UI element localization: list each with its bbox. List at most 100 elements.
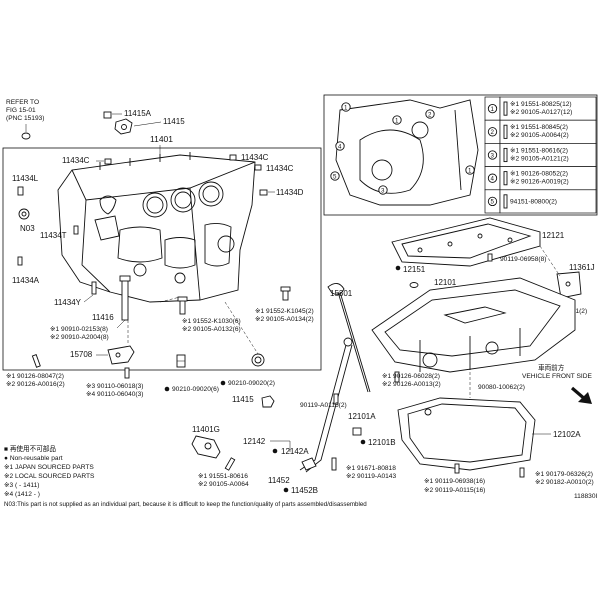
label-12142a: 12142A xyxy=(281,447,309,456)
timing-callouts: 1 1 2 4 5 3 1 xyxy=(330,102,475,195)
table-part-line: ※2 90126-A0019(2) xyxy=(510,179,569,186)
fig-id: 118830I xyxy=(574,493,598,500)
label-11401: 11401 xyxy=(150,134,173,144)
plug-12101a xyxy=(352,427,362,436)
bracket-15708 xyxy=(107,345,135,365)
bolt-icon xyxy=(503,147,508,163)
label-11434l: 11434L xyxy=(12,174,39,183)
oil-pan-lower-12102a xyxy=(397,397,536,471)
bolt-b15-line-2: ※2 90119-A0115(16) xyxy=(424,487,485,494)
plug-11434d xyxy=(259,189,268,196)
sensor-11415a xyxy=(103,111,133,135)
label-15708: 15708 xyxy=(70,350,93,359)
label-11415a: 11415A xyxy=(124,109,152,118)
bolt-b5-line-2: ※4 90110-06040(3) xyxy=(86,391,143,398)
table-part-line: ※1 91551-80825(12) xyxy=(510,101,572,108)
label-11434a: 11434A xyxy=(12,276,40,285)
bolt-b14-line-2: ※2 90119-A0143 xyxy=(346,473,396,480)
bolt-b11: 90080-10062(2) xyxy=(478,384,525,391)
plug-11434t xyxy=(73,225,79,235)
bolt-b2-line-2: ※2 90105-A0132(6) xyxy=(182,326,241,333)
bolt-b15-icon xyxy=(454,463,460,474)
bolt-b12-icon xyxy=(333,393,339,405)
legend-line-1: ■ 再使用不可部品 xyxy=(4,444,56,453)
plug-b6-icon xyxy=(176,354,186,368)
plate-11361j xyxy=(556,271,582,299)
label-11415-lower: 11415 xyxy=(232,395,254,404)
bolt-b15-line-1: ※1 90119-06938(16) xyxy=(424,478,485,485)
label-11434y: 11434Y xyxy=(54,298,82,307)
bolt-b6: 90210-09020(6) xyxy=(172,386,219,393)
plug-b7-icon xyxy=(251,353,265,367)
bolt-b1-line-2: ※2 90910-A2004(8) xyxy=(50,334,109,341)
bolt-b3-line-2: ※2 90105-A0134(2) xyxy=(255,316,314,323)
svg-text:1: 1 xyxy=(395,118,399,125)
svg-text:1: 1 xyxy=(344,105,348,112)
table-num: 5 xyxy=(491,199,495,206)
bolt-icon xyxy=(503,171,508,186)
sensor-11415-lower xyxy=(261,395,275,408)
label-11401g: 11401G xyxy=(192,425,220,434)
table-part-line: ※2 90105-A0127(12) xyxy=(510,109,572,116)
table-num: 1 xyxy=(491,106,495,113)
plug-11434c-b xyxy=(229,154,237,161)
bolt-b14-icon xyxy=(331,457,337,471)
svg-text:4: 4 xyxy=(338,144,342,151)
bolt-b4-icon xyxy=(31,354,41,368)
label-11452: 11452 xyxy=(268,476,290,485)
legend-line-2: ● Non-reusable part xyxy=(4,455,63,462)
label-11452b: 11452B xyxy=(291,486,318,495)
plug-11434c-c xyxy=(254,164,262,171)
svg-text:5: 5 xyxy=(333,174,337,181)
plug-11434c-a xyxy=(104,158,112,165)
bolt-icon xyxy=(503,194,508,209)
label-15301: 15301 xyxy=(330,289,353,298)
dipstick-15301 xyxy=(327,283,371,393)
bolt-b16-line-2: ※2 90182-A0010(2) xyxy=(535,479,594,486)
label-12101a: 12101A xyxy=(348,412,376,421)
bolt-b12: 90119-A0115(2) xyxy=(300,402,347,409)
label-11434c-a: 11434C xyxy=(62,156,90,165)
bolt-b1-line-1: ※1 90910-02153(8) xyxy=(50,326,108,333)
bolt-b5-icon xyxy=(124,367,130,379)
label-11434d: 11434D xyxy=(276,188,304,197)
legend-line-5: ※3 ( - 1411) xyxy=(4,482,39,489)
table-num-circle xyxy=(487,127,498,137)
bolt-b16-icon xyxy=(519,467,525,478)
table-part-line: ※1 91551-80845(2) xyxy=(510,124,568,131)
table-part-cell xyxy=(499,189,597,214)
label-12151: 12151 xyxy=(403,265,426,274)
label-11361j: 11361J xyxy=(569,263,595,272)
part-n03 xyxy=(18,208,30,220)
table-num: 3 xyxy=(491,152,495,159)
svg-text:2: 2 xyxy=(428,112,432,119)
oil-pan-upper-12101 xyxy=(371,277,576,373)
label-11434c-b: 11434C xyxy=(241,153,269,162)
sensor-11401g xyxy=(191,435,221,459)
refer-line-1: REFER TO xyxy=(6,99,39,106)
bolt-b13-icon xyxy=(224,457,236,471)
bolt-b8-icon xyxy=(487,253,493,262)
table-num: 4 xyxy=(491,176,495,183)
bolt-b14-line-1: ※1 91671-80818 xyxy=(346,465,396,472)
bolt-b8: 90119-06958(8) xyxy=(500,256,546,263)
plug-11434y xyxy=(91,281,97,295)
legend-line-3: ※1 JAPAN SOURCED PARTS xyxy=(4,464,94,471)
bolt-b4-line-1: ※1 90126-08047(2) xyxy=(6,373,64,380)
bolt-icon xyxy=(503,124,508,139)
table-part-line: ※2 90105-A0064(2) xyxy=(510,132,569,139)
table-part-line: 94151-80800(2) xyxy=(510,199,557,206)
label-12101: 12101 xyxy=(434,278,457,287)
table-part-line: ※1 90126-08052(2) xyxy=(510,171,568,178)
legend-line-4: ※2 LOCAL SOURCED PARTS xyxy=(4,473,95,480)
table-num: 2 xyxy=(491,129,495,136)
timing-cover-drawing xyxy=(335,99,479,206)
clamp-11452 xyxy=(301,457,317,471)
bolt-b10-icon xyxy=(394,371,400,383)
svg-text:1: 1 xyxy=(468,168,472,175)
bolt-b2-line-1: ※1 91552-K1030(6) xyxy=(182,318,241,325)
label-12121: 12121 xyxy=(542,231,565,240)
table-num-circle xyxy=(487,196,498,207)
